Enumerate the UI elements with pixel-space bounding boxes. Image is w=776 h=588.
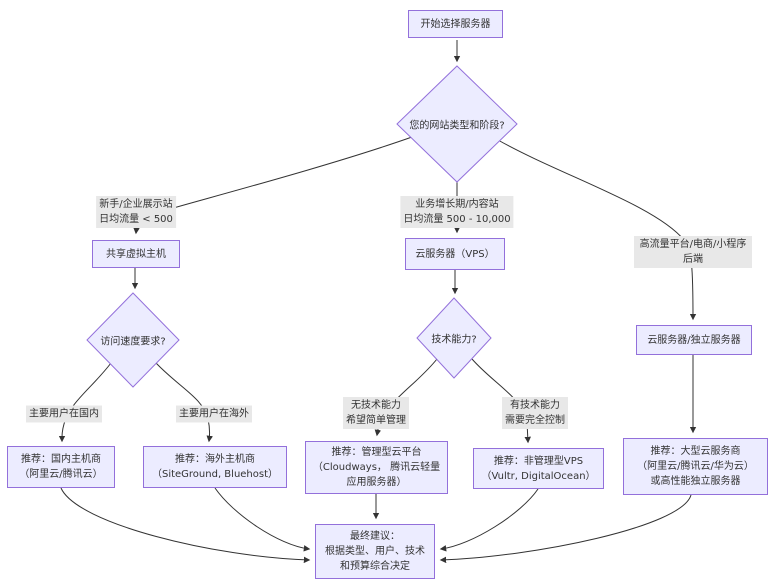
node-final-advice: 最终建议： 根据类型、用户、技术 和预算综合决定 <box>315 524 435 579</box>
edge-label-users-overseas: 主要用户在海外 <box>176 405 252 423</box>
decision-tech-shape <box>416 297 492 379</box>
decision-site-type-label: 您的网站类型和阶段? <box>409 120 505 132</box>
edge-rec-large-to-final <box>439 494 692 564</box>
edge-label-no-tech: 无技术能力 希望简单管理 <box>343 397 409 429</box>
decision-site-type-shape <box>396 65 518 183</box>
node-start: 开始选择服务器 <box>408 10 503 38</box>
edge-label-has-tech: 有技术能力 需要完全控制 <box>502 397 568 429</box>
edge-label-growth: 业务增长期/内容站 日均流量 500 - 10,000 <box>400 196 514 228</box>
edge-site-type-to-cloud-dedicated <box>497 139 697 321</box>
decision-tech-label: 技术能力? <box>431 334 477 346</box>
node-rec-managed: 推荐：管理型云平台 （Cloudways， 腾讯云轻量 应用服务器） <box>305 441 448 494</box>
edge-label-high-traffic: 高流量平台/电商/小程序后端 <box>634 236 752 268</box>
node-rec-domestic: 推荐：国内主机商 （阿里云/腾讯云） <box>7 446 115 488</box>
edge-rec-domestic-to-final <box>60 487 311 564</box>
node-rec-overseas: 推荐：海外主机商 （SiteGround, Bluehost） <box>143 446 287 488</box>
node-rec-large-cloud: 推荐：大型云服务商 （阿里云/腾讯云/华为云） 或高性能独立服务器 <box>623 438 768 495</box>
edge-label-users-domestic: 主要用户在国内 <box>26 405 102 423</box>
edge-site-type-to-shared <box>133 136 413 235</box>
edge-speed-to-rec-overseas <box>155 362 213 443</box>
node-vps: 云服务器（VPS） <box>405 238 505 270</box>
edge-rec-overseas-to-final <box>214 487 311 552</box>
edge-label-beginner: 新手/企业展示站 日均流量 < 500 <box>96 196 176 228</box>
edge-rec-unmanaged-to-final <box>439 488 539 552</box>
decision-speed-shape <box>86 292 180 388</box>
edge-speed-to-rec-domestic <box>58 362 112 443</box>
node-rec-unmanaged: 推荐：非管理型VPS （Vultr, DigitalOcean） <box>473 448 604 489</box>
decision-speed-label: 访问速度要求? <box>100 336 166 348</box>
node-cloud-dedicated: 云服务器/独立服务器 <box>636 325 752 355</box>
node-shared-hosting: 共享虚拟主机 <box>92 240 180 268</box>
